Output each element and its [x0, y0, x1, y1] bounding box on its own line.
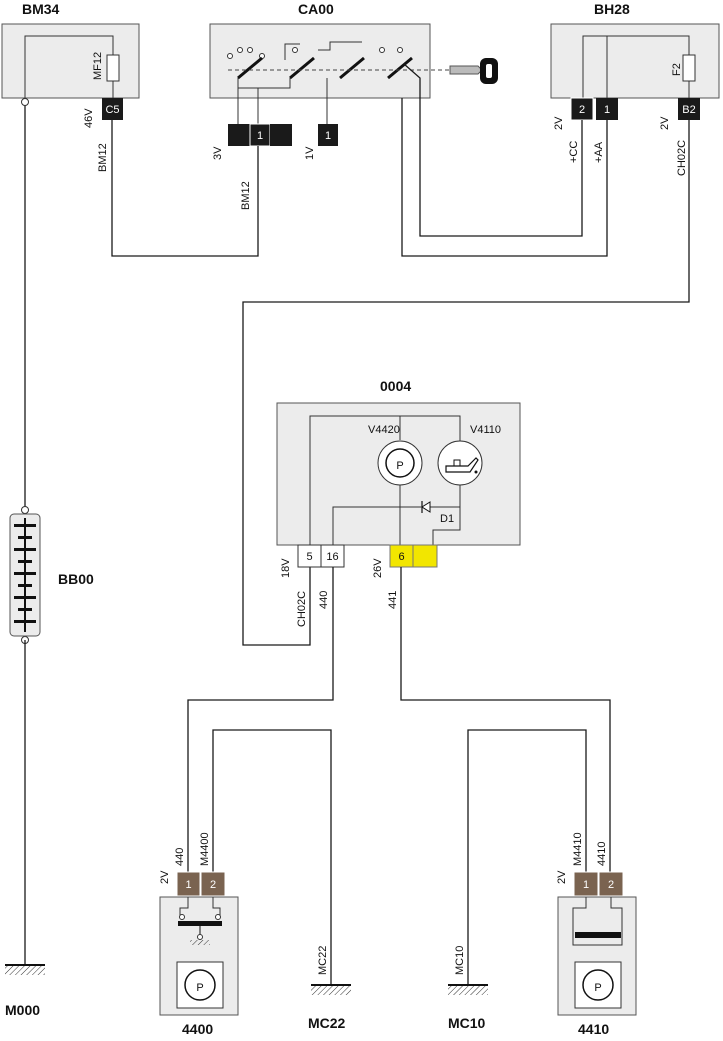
lamp-v4420-label: V4420 [368, 424, 400, 436]
svg-text:B2: B2 [682, 104, 695, 116]
svg-text:5: 5 [306, 551, 312, 563]
connector-bm34-way: 46V [83, 108, 95, 128]
svg-text:2: 2 [210, 879, 216, 891]
ignition-key-icon [449, 58, 498, 84]
connector-ca00-right-way: 1V [304, 146, 316, 160]
fuse-mf12-icon [106, 54, 120, 82]
connector-bm34-c5[interactable] [102, 98, 123, 120]
fuse-f2-label: F2 [671, 63, 683, 76]
svg-text:C5: C5 [105, 104, 119, 116]
bb00-title: BB00 [58, 571, 94, 587]
svg-text:P: P [594, 982, 601, 994]
connector-0004-26v-right[interactable] [412, 544, 438, 568]
wire-440-4400: 440 [174, 848, 186, 866]
ca00-body [209, 23, 431, 99]
svg-text:2: 2 [608, 879, 614, 891]
svg-text:P: P [196, 982, 203, 994]
mc10-title: MC10 [448, 1015, 486, 1031]
fuse-f2-icon [682, 54, 696, 82]
parking-brake-icon [582, 969, 614, 1001]
m000-title: M000 [5, 1002, 40, 1018]
svg-text:1: 1 [583, 879, 589, 891]
lamp-v4110-label: V4110 [470, 424, 501, 436]
svg-text:1: 1 [604, 104, 610, 116]
ground-m000[interactable]: M000 [5, 964, 45, 1018]
component-bm34[interactable]: BM34 MF12 C5 46V [1, 1, 140, 128]
ground-mc10[interactable]: MC10 [448, 984, 488, 1031]
wire-ch02c-0004: CH02C [296, 591, 308, 627]
bm34-title: BM34 [22, 1, 60, 17]
wire-plus-aa: +AA [593, 141, 605, 163]
ignition-switch-contacts [227, 41, 450, 124]
c0004-title: 0004 [380, 378, 411, 394]
connector-bh28-left-way: 2V [553, 116, 565, 130]
svg-text:1: 1 [185, 879, 191, 891]
component-4400[interactable]: 1 2 2V P 4400 [159, 870, 239, 1037]
ground-mc22[interactable]: MC22 [308, 984, 351, 1031]
bh28-internal-line [582, 35, 690, 98]
connector-4410-way: 2V [556, 870, 568, 884]
connector-ca00-3v-right[interactable] [270, 124, 292, 146]
fuse-mf12-label: MF12 [92, 52, 104, 80]
svg-text:6: 6 [398, 551, 404, 563]
battery-icon [14, 518, 36, 632]
c4410-title: 4410 [578, 1021, 609, 1037]
brake-wear-sensor-icon [572, 897, 623, 946]
wire-mc22: MC22 [317, 946, 329, 975]
connector-4410-pin2[interactable] [598, 871, 624, 897]
component-bb00[interactable]: BB00 [9, 513, 94, 637]
c4400-title: 4400 [182, 1021, 213, 1037]
bh28-title: BH28 [594, 1, 630, 17]
wires-top: BM12 BM12 +CC +AA CH02C [97, 63, 690, 646]
ca00-title: CA00 [298, 1, 334, 17]
connector-4400-pin1[interactable] [176, 871, 201, 897]
svg-text:1: 1 [325, 130, 331, 142]
svg-text:1: 1 [257, 130, 263, 142]
parking-brake-icon [184, 969, 216, 1001]
connector-4400-way: 2V [159, 870, 171, 884]
oil-can-icon [445, 457, 479, 474]
ground-icon [311, 985, 351, 995]
component-0004[interactable]: 0004 V4420 P V4110 D1 5 16 18V 6 26V [276, 378, 521, 578]
component-4410[interactable]: 1 2 2V P 4410 [556, 870, 637, 1037]
wire-4410: 4410 [596, 842, 608, 866]
connector-4410-pin1[interactable] [573, 871, 599, 897]
connector-4400-pin2[interactable] [200, 871, 226, 897]
mc22-title: MC22 [308, 1015, 346, 1031]
bm34-internal-line [24, 35, 114, 98]
wire-plus-cc: +CC [568, 141, 580, 163]
wire-bm12-bm34: BM12 [97, 143, 109, 172]
wires-bottom: CH02C 440 441 440 M4400 M4410 4410 MC22 … [174, 567, 611, 985]
svg-text:16: 16 [326, 551, 338, 563]
wire-ch02c-bh28: CH02C [676, 140, 688, 176]
ground-icon [448, 985, 488, 995]
parking-brake-switch-icon [178, 897, 222, 945]
wire-440-0004: 440 [318, 591, 330, 609]
connector-bh28-pin1[interactable] [596, 98, 618, 120]
component-bh28[interactable]: BH28 F2 2 1 2V B2 2V [550, 1, 720, 130]
wire-441-0004: 441 [387, 591, 399, 609]
wire-bm12-ca00: BM12 [240, 181, 252, 210]
wire-mc10: MC10 [454, 946, 466, 975]
component-ca00[interactable]: CA00 [209, 1, 498, 160]
ground-icon [5, 965, 45, 975]
connector-0004-right-way: 26V [372, 558, 384, 578]
svg-text:P: P [396, 460, 403, 472]
connector-ca00-1v-pin1[interactable] [318, 124, 338, 146]
connector-bh28-right-way: 2V [659, 116, 671, 130]
connector-ca00-3v-left[interactable] [228, 124, 250, 146]
parking-brake-icon [385, 448, 415, 478]
connector-bh28-b2[interactable] [678, 98, 700, 120]
connector-ca00-left-way: 3V [212, 146, 224, 160]
connector-0004-left-way: 18V [280, 558, 292, 578]
diode-d1-label: D1 [440, 513, 454, 525]
wire-m4400: M4400 [199, 832, 211, 866]
wire-m4410: M4410 [572, 832, 584, 866]
diode-d1-icon [421, 501, 431, 513]
svg-text:2: 2 [579, 104, 585, 116]
ground-chain-left [21, 98, 29, 965]
